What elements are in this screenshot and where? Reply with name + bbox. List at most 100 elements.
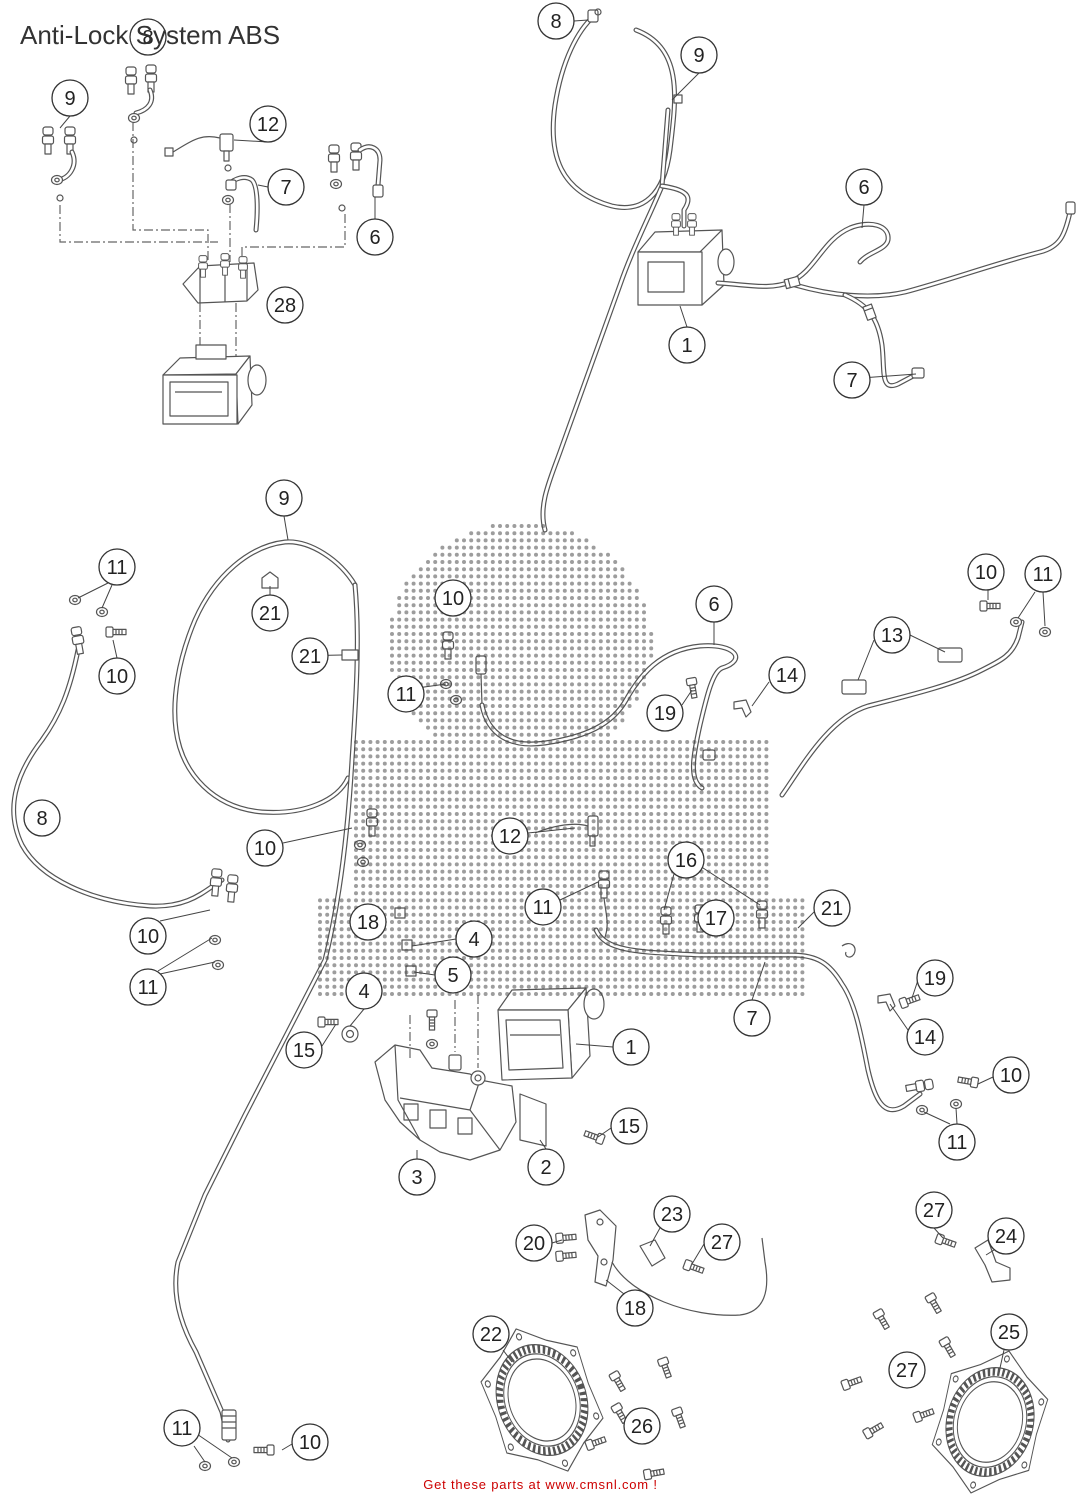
callout-number: 10 — [254, 838, 276, 860]
callout-circle — [653, 1195, 691, 1233]
callout-number: 18 — [357, 912, 379, 934]
callout-number: 25 — [998, 1322, 1020, 1344]
callout-number: 11 — [172, 1418, 193, 1440]
callout-number: 15 — [293, 1040, 315, 1062]
callout-circle — [916, 959, 954, 997]
callout-27: 27 — [888, 1351, 926, 1389]
callout-circle — [524, 888, 562, 926]
abs-unit-1 — [497, 987, 605, 1081]
callout-circle — [873, 616, 911, 654]
elbow-14-upper — [733, 699, 752, 718]
callout-11: 11 — [387, 675, 425, 713]
callout-number: 23 — [661, 1204, 683, 1226]
callout-28: 28 — [266, 286, 304, 324]
callout-11: 11 — [163, 1409, 201, 1447]
callout-15: 15 — [610, 1107, 648, 1145]
callout-circle — [915, 1191, 953, 1229]
callout-3: 3 — [398, 1158, 436, 1196]
callout-number: 19 — [924, 968, 946, 990]
callout-circle — [265, 479, 303, 517]
callout-circle — [472, 1315, 510, 1353]
brake-lines-right-top — [718, 201, 1076, 386]
callout-circle — [833, 361, 871, 399]
callout-number: 11 — [396, 684, 417, 706]
callout-23: 23 — [653, 1195, 691, 1233]
callout-circle — [434, 579, 472, 617]
callout-circle — [610, 1107, 648, 1145]
callout-27: 27 — [703, 1223, 741, 1261]
callout-circle — [266, 286, 304, 324]
callout-14: 14 — [768, 656, 806, 694]
callout-number: 4 — [358, 981, 369, 1003]
callout-number: 13 — [881, 625, 903, 647]
callout-circle — [163, 1409, 201, 1447]
callout-number: 11 — [533, 897, 554, 919]
callout-10: 10 — [434, 579, 472, 617]
callout-number: 27 — [711, 1232, 733, 1254]
callout-number: 21 — [821, 898, 843, 920]
inset-fitting-8 — [124, 64, 158, 144]
callout-number: 15 — [618, 1116, 640, 1138]
callout-circle — [387, 675, 425, 713]
callout-22: 22 — [472, 1315, 510, 1353]
page-title: Anti-Lock System ABS — [20, 20, 281, 50]
callout-number: 3 — [411, 1167, 422, 1189]
callout-number: 18 — [624, 1298, 646, 1320]
callout-circle — [612, 1028, 650, 1066]
callout-number: 10 — [106, 666, 128, 688]
callout-number: 28 — [274, 295, 296, 317]
callout-10: 10 — [992, 1056, 1030, 1094]
callout-number: 12 — [257, 114, 279, 136]
inset-sensor-12 — [164, 133, 234, 172]
callout-10: 10 — [129, 917, 167, 955]
callout-number: 16 — [675, 850, 697, 872]
callout-17: 17 — [697, 899, 735, 937]
callout-number: 11 — [107, 557, 128, 579]
callout-2: 2 — [527, 1148, 565, 1186]
callout-circle — [967, 553, 1005, 591]
callout-20: 20 — [515, 1224, 553, 1262]
callout-27: 27 — [915, 1191, 953, 1229]
callout-circle — [616, 1289, 654, 1327]
clip-21-lower — [341, 649, 359, 661]
callout-12: 12 — [491, 817, 529, 855]
inset-hose-7 — [221, 178, 258, 230]
callout-circle — [1024, 555, 1062, 593]
callout-number: 6 — [369, 227, 380, 249]
callout-circle — [906, 1018, 944, 1056]
callout-circle — [668, 326, 706, 364]
callout-8: 8 — [23, 799, 61, 837]
callout-circle — [267, 168, 305, 206]
callout-21: 21 — [813, 889, 851, 927]
callout-circle — [987, 1217, 1025, 1255]
callout-circle — [491, 817, 529, 855]
callout-11: 11 — [98, 548, 136, 586]
callout-circle — [813, 889, 851, 927]
callout-circle — [285, 1031, 323, 1069]
inset-fitting-9 — [41, 126, 76, 202]
callout-number: 8 — [36, 808, 47, 830]
callout-number: 5 — [447, 965, 458, 987]
callout-circle — [356, 218, 394, 256]
callout-number: 9 — [278, 488, 289, 510]
sensor-23 — [639, 1239, 706, 1277]
callout-7: 7 — [267, 168, 305, 206]
callout-circle — [23, 799, 61, 837]
callout-7: 7 — [833, 361, 871, 399]
callout-11: 11 — [129, 968, 167, 1006]
callout-circle — [527, 1148, 565, 1186]
callout-9: 9 — [265, 479, 303, 517]
callout-10: 10 — [246, 829, 284, 867]
callout-number: 1 — [625, 1037, 636, 1059]
callout-number: 14 — [776, 665, 798, 687]
callout-circle — [667, 841, 705, 879]
callout-number: 2 — [540, 1157, 551, 1179]
callout-circle — [249, 105, 287, 143]
callout-number: 11 — [947, 1132, 968, 1154]
brake-line-9-top — [543, 8, 688, 530]
callout-circle — [349, 903, 387, 941]
callout-8: 8 — [537, 2, 575, 40]
inset-dashed-guides — [59, 122, 346, 357]
